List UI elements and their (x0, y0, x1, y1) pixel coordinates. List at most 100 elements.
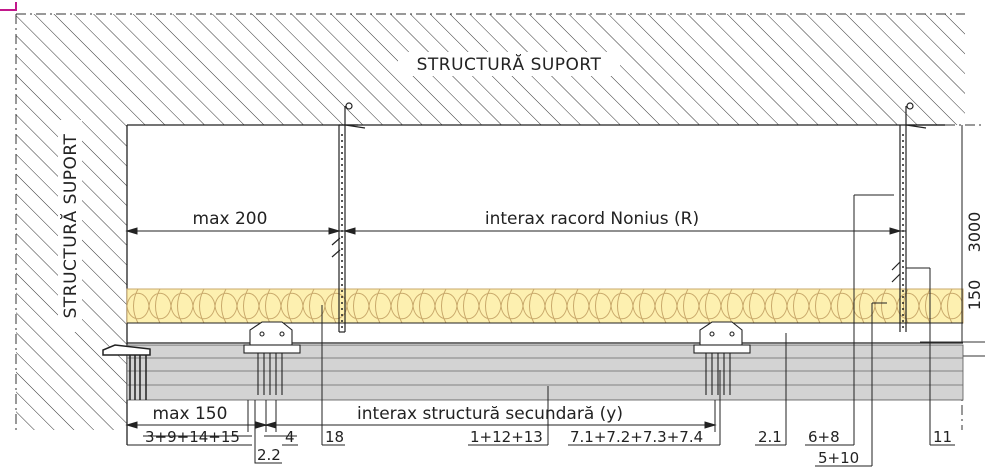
perforation-dot (902, 176, 904, 178)
perforation-dot (902, 134, 904, 136)
callout-2-2: 2.2 (257, 446, 281, 464)
perforation-dot (341, 218, 343, 220)
callout-5-10: 5+10 (818, 449, 859, 467)
perforation-dot (902, 260, 904, 262)
perforation-dot (341, 278, 343, 280)
perforation-dot (902, 314, 904, 316)
perforation-dot (902, 284, 904, 286)
perforation-dot (902, 158, 904, 160)
perforation-dot (341, 308, 343, 310)
perforation-dot (341, 314, 343, 316)
cross-connector-left (243, 321, 301, 395)
dim-secondary-label: interax structură secundară (y) (357, 404, 623, 424)
perforation-dot (902, 206, 904, 208)
support-left-label: STRUCTURĂ SUPORT (59, 133, 81, 318)
perforation-dot (341, 200, 343, 202)
perforation-dot (902, 308, 904, 310)
perforation-dot (902, 254, 904, 256)
support-top-label: STRUCTURĂ SUPORT (417, 53, 602, 75)
perforation-dot (341, 296, 343, 298)
perforation-dot (341, 260, 343, 262)
callout-11: 11 (933, 428, 952, 446)
perforation-dot (902, 296, 904, 298)
callout-4: 4 (285, 428, 295, 446)
perforation-dot (341, 290, 343, 292)
perforation-dot (902, 200, 904, 202)
perforation-dot (341, 164, 343, 166)
perforation-dot (341, 248, 343, 250)
perforation-dot (341, 242, 343, 244)
perforation-dot (341, 272, 343, 274)
callout-underlines (127, 444, 955, 467)
perforation-dot (341, 254, 343, 256)
dimension-line-secondary (125, 400, 717, 432)
perforation-dot (341, 284, 343, 286)
callout-1-12-13: 1+12+13 (470, 428, 543, 446)
perforation-dot (902, 182, 904, 184)
cross-connector-right (693, 321, 751, 395)
perforation-dot (902, 146, 904, 148)
perforation-dot (341, 266, 343, 268)
perforation-dot (902, 326, 904, 328)
dim-150-label: 150 (965, 280, 984, 311)
perforation-dot (902, 218, 904, 220)
callout-18: 18 (325, 428, 344, 446)
board-joint-lines (127, 357, 963, 386)
perforation-dot (341, 302, 343, 304)
perforation-dot (902, 278, 904, 280)
perforation-dot (341, 170, 343, 172)
callout-3-9-14-15: 3+9+14+15 (145, 428, 240, 446)
perforation-dot (902, 140, 904, 142)
dim-3000-label: 3000 (965, 212, 984, 253)
perforation-dot (902, 236, 904, 238)
perforation-dot (902, 272, 904, 274)
perforation-dot (341, 326, 343, 328)
perforation-dot (902, 164, 904, 166)
wool-loops (126, 288, 964, 324)
perforation-dot (902, 248, 904, 250)
support-structure-hatch (16, 14, 965, 430)
perforation-dot (341, 146, 343, 148)
perforation-dot (902, 266, 904, 268)
perforation-dot (341, 236, 343, 238)
hanger-perforations (341, 134, 904, 328)
nonius-hanger-right (891, 102, 945, 332)
accent-mark (0, 2, 17, 11)
perforation-dot (902, 170, 904, 172)
dimension-line-nonius (125, 227, 906, 235)
perforation-dot (902, 194, 904, 196)
insulation-wool-pattern (126, 288, 964, 324)
perforation-dot (902, 224, 904, 226)
support-dashed-outline (15, 13, 965, 430)
perforation-dot (902, 152, 904, 154)
perforation-dot (902, 242, 904, 244)
perforation-dot (902, 290, 904, 292)
perforation-dot (341, 140, 343, 142)
perforation-dot (341, 152, 343, 154)
dim-nonius-label: interax racord Nonius (R) (485, 209, 699, 229)
perforation-dot (902, 302, 904, 304)
perforation-dot (902, 188, 904, 190)
perforation-dot (902, 320, 904, 322)
perforation-dot (341, 158, 343, 160)
perforation-dot (341, 212, 343, 214)
perforation-dot (341, 182, 343, 184)
gypsum-board-layers (126, 344, 964, 401)
perforation-dot (902, 212, 904, 214)
perforation-dot (341, 320, 343, 322)
perforation-dot (341, 206, 343, 208)
perimeter-profile (102, 344, 151, 400)
nonius-hanger-left (331, 102, 366, 333)
dim-max150-label: max 150 (153, 404, 228, 424)
dim-max200-label: max 200 (193, 209, 268, 229)
perforation-dot (341, 194, 343, 196)
perforation-dot (341, 224, 343, 226)
callout-2-1: 2.1 (758, 428, 782, 446)
perforation-dot (341, 188, 343, 190)
callout-7: 7.1+7.2+7.3+7.4 (570, 428, 703, 446)
callout-6-8: 6+8 (808, 428, 840, 446)
perforation-dot (341, 134, 343, 136)
perforation-dot (341, 176, 343, 178)
callout-leaders (143, 194, 931, 466)
